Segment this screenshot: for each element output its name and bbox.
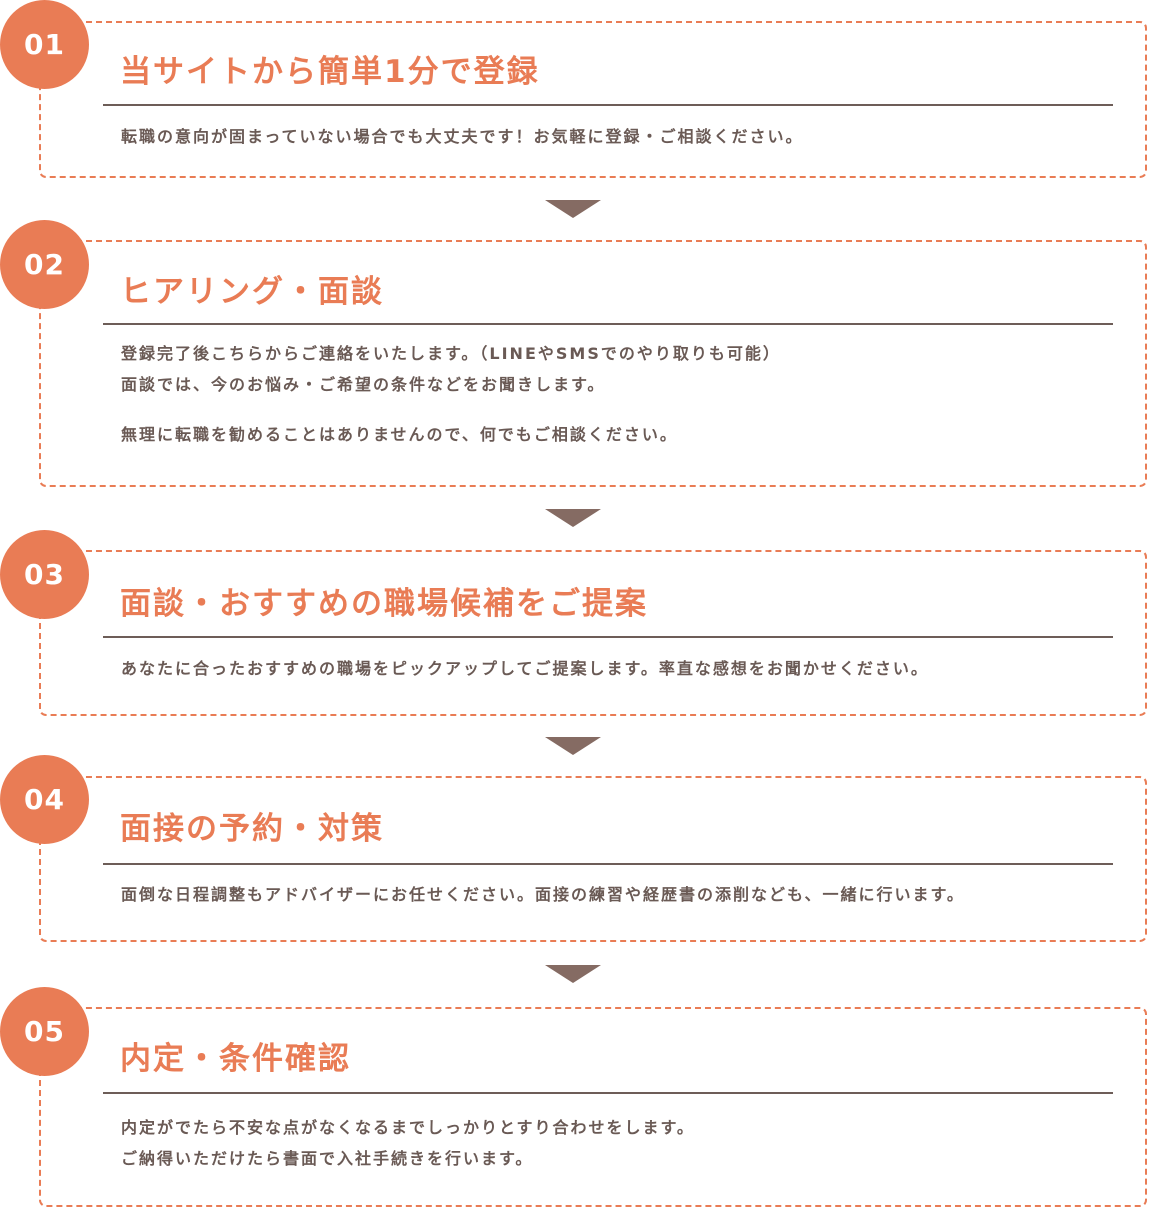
step-number-badge: 05 [0, 987, 89, 1076]
step-box [39, 550, 1147, 716]
step-03: 03 面談・おすすめの職場候補をご提案 あなたに合ったおすすめの職場をピックアッ… [0, 530, 1149, 720]
title-underline [103, 1092, 1113, 1094]
title-underline [103, 863, 1113, 865]
down-triangle-icon [545, 965, 601, 983]
step-title: 面接の予約・対策 [120, 811, 384, 847]
description-line: 内定がでたら不安な点がなくなるまでしっかりとすり合わせをします。 [121, 1118, 695, 1137]
description-line: 転職の意向が固まっていない場合でも大丈夫です！お気軽に登録・ご相談ください。 [121, 127, 804, 146]
step-box [39, 240, 1147, 487]
down-triangle-icon [545, 509, 601, 527]
step-05: 05 内定・条件確認 内定がでたら不安な点がなくなるまでしっかりとすり合わせをし… [0, 987, 1149, 1208]
step-description: 面倒な日程調整もアドバイザーにお任せください。面接の練習や経歴書の添削なども、一… [121, 879, 1109, 910]
step-number-badge: 01 [0, 0, 89, 89]
step-description: 登録完了後こちらからご連絡をいたします。（LINEやSMSでのやり取りも可能） … [121, 338, 1109, 450]
down-triangle-icon [545, 200, 601, 218]
step-number-badge: 03 [0, 530, 89, 619]
step-title: 内定・条件確認 [120, 1041, 351, 1077]
step-number-badge: 02 [0, 220, 89, 309]
step-title: ヒアリング・面談 [120, 274, 384, 310]
description-line: 登録完了後こちらからご連絡をいたします。（LINEやSMSでのやり取りも可能） [121, 344, 781, 363]
title-underline [103, 104, 1113, 106]
step-box [39, 21, 1147, 178]
step-box [39, 1007, 1147, 1207]
step-number-badge: 04 [0, 755, 89, 844]
title-underline [103, 323, 1113, 325]
step-title: 当サイトから簡単1分で登録 [120, 54, 540, 90]
down-triangle-icon [545, 737, 601, 755]
step-box [39, 776, 1147, 942]
step-02: 02 ヒアリング・面談 登録完了後こちらからご連絡をいたします。（LINEやSM… [0, 220, 1149, 490]
step-04: 04 面接の予約・対策 面倒な日程調整もアドバイザーにお任せください。面接の練習… [0, 755, 1149, 945]
description-line: 面談では、今のお悩み・ご希望の条件などをお聞きします。 [121, 375, 606, 394]
step-description: 内定がでたら不安な点がなくなるまでしっかりとすり合わせをします。 ご納得いただけ… [121, 1112, 1109, 1174]
step-description: 転職の意向が固まっていない場合でも大丈夫です！お気軽に登録・ご相談ください。 [121, 121, 1109, 152]
description-line: 無理に転職を勧めることはありませんので、何でもご相談ください。 [121, 425, 678, 444]
step-description: あなたに合ったおすすめの職場をピックアップしてご提案します。率直な感想をお聞かせ… [121, 653, 1109, 684]
description-line: あなたに合ったおすすめの職場をピックアップしてご提案します。率直な感想をお聞かせ… [121, 659, 929, 678]
step-title: 面談・おすすめの職場候補をご提案 [120, 586, 648, 622]
description-line: ご納得いただけたら書面で入社手続きを行います。 [121, 1149, 534, 1168]
description-line: 面倒な日程調整もアドバイザーにお任せください。面接の練習や経歴書の添削なども、一… [121, 885, 965, 904]
step-01: 01 当サイトから簡単1分で登録 転職の意向が固まっていない場合でも大丈夫です！… [0, 0, 1149, 180]
title-underline [103, 636, 1113, 638]
